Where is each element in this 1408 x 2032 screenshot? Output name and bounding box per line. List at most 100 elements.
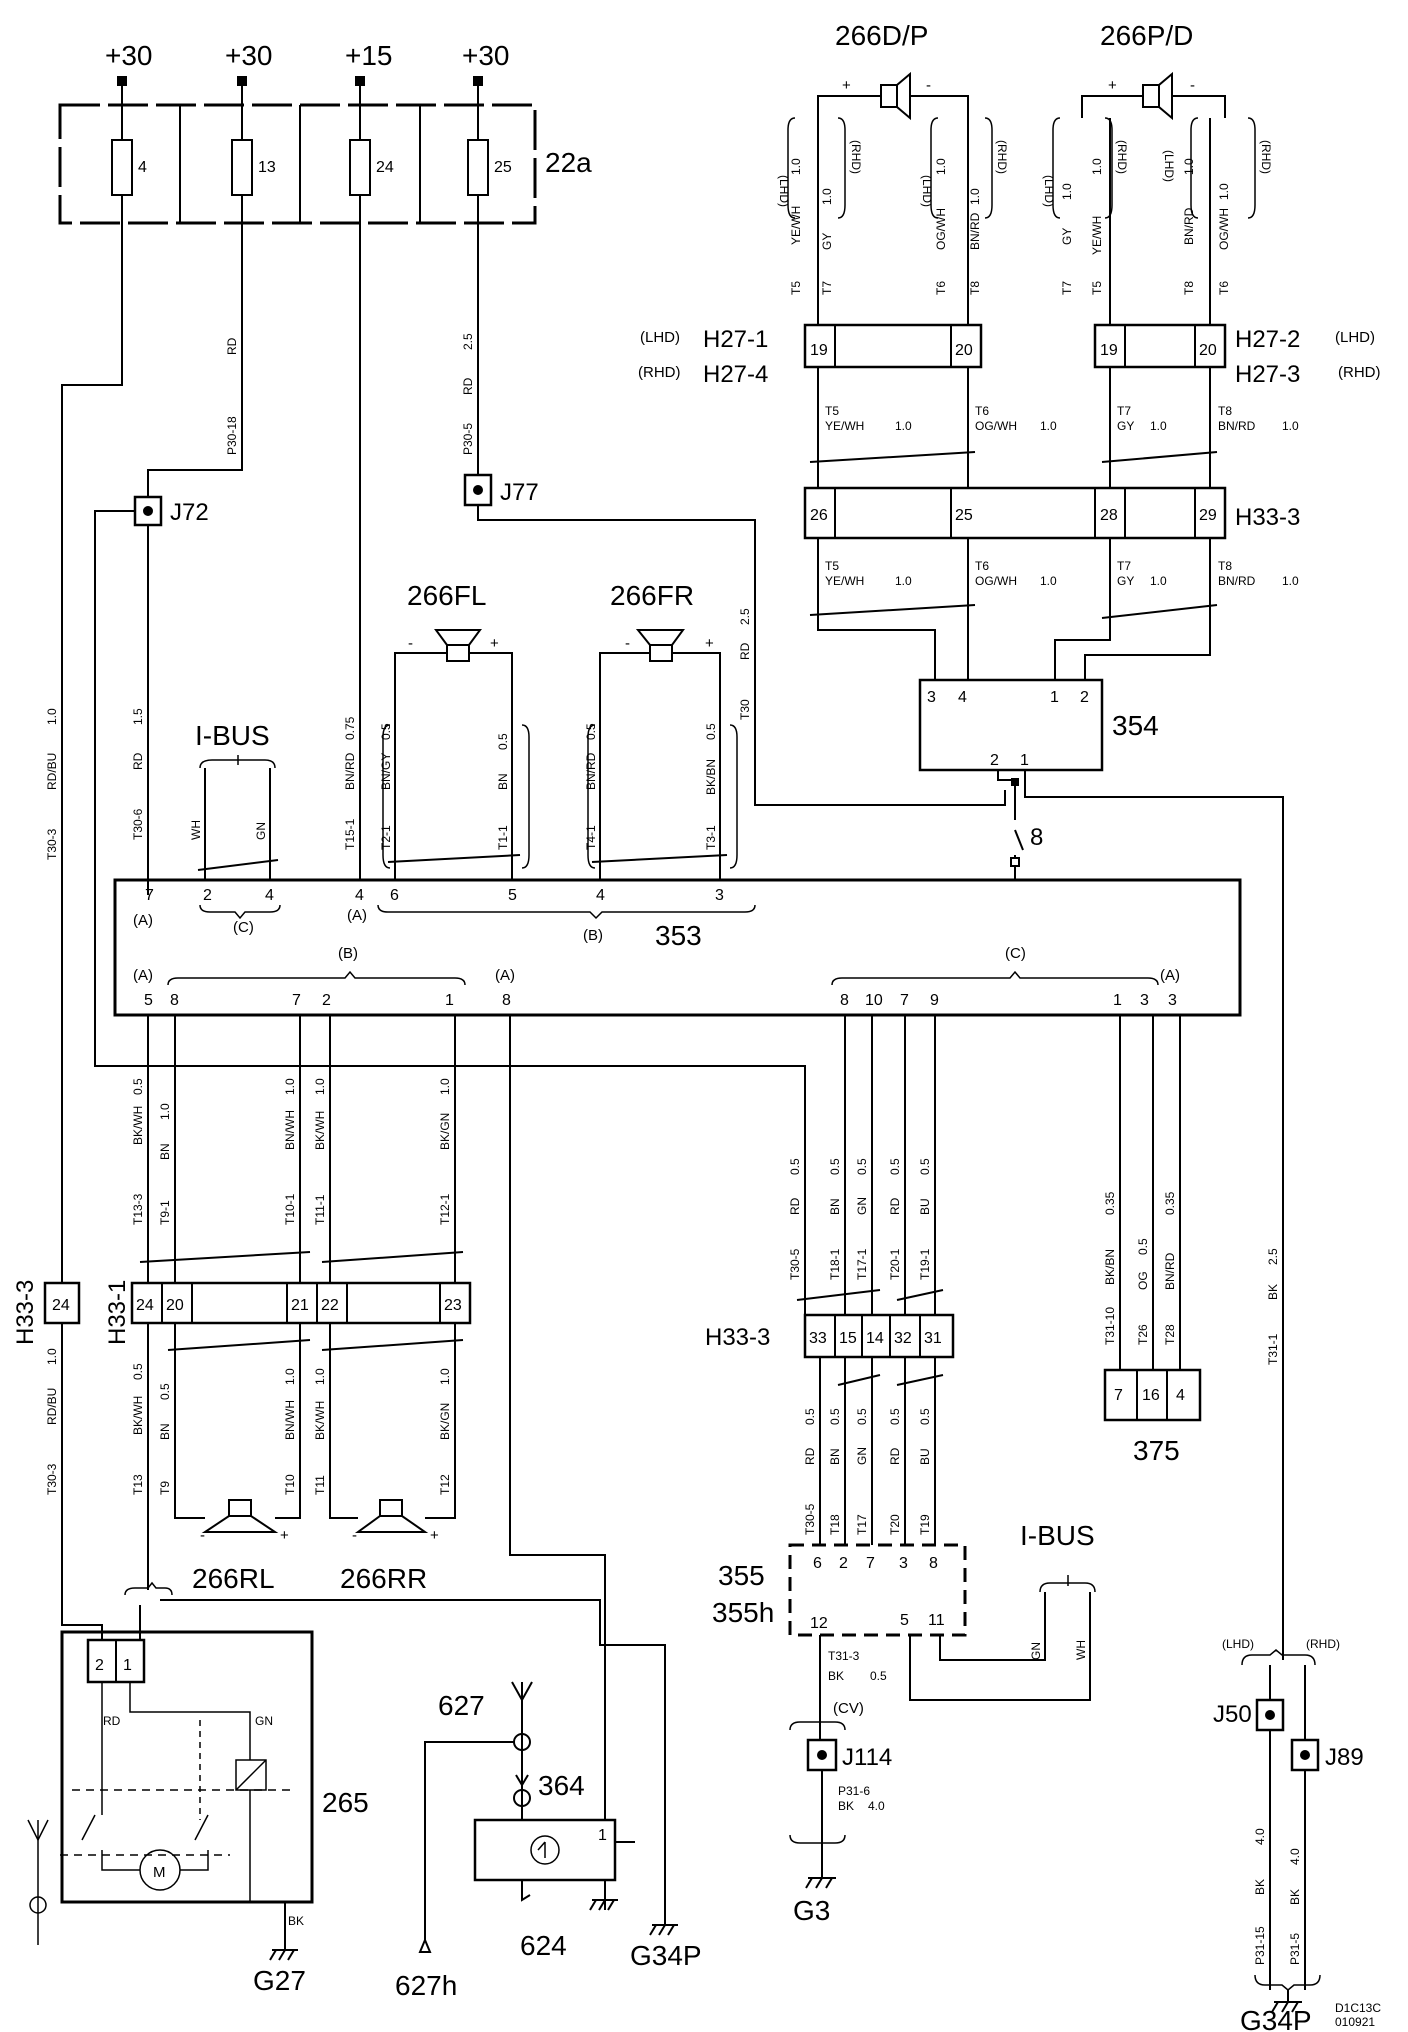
pin-number: 7 <box>900 992 909 1009</box>
pin-number: 32 <box>894 1330 912 1347</box>
connector-label: H33-1 <box>104 1280 131 1345</box>
wire-label: 2.5 <box>738 608 752 625</box>
pin-number: 7 <box>1114 1387 1123 1404</box>
wire-label: T30-5 <box>803 1503 817 1535</box>
wire-label: 0.5 <box>584 723 598 740</box>
pin-group: (C) <box>1005 945 1026 962</box>
pin-group: (A) <box>133 912 153 929</box>
fuse-box: +30 +30 +15 +30 4 13 24 25 22a <box>58 40 592 225</box>
supply-label: +30 <box>225 40 273 71</box>
wire-label: BK/WH <box>313 1401 327 1440</box>
connector-label: H33-3 <box>12 1280 39 1345</box>
pin-number: 2 <box>322 992 331 1009</box>
wire-label: 1.0 <box>895 574 912 588</box>
wire-label: GY <box>1060 228 1074 245</box>
wire-label: BN/RD <box>1218 419 1256 433</box>
wire-label: BN/RD <box>1163 1252 1177 1290</box>
wire-label: BK <box>828 1669 844 1683</box>
wire-label: T7 <box>1060 281 1074 295</box>
svg-text:M: M <box>153 1864 166 1881</box>
pin-number: 8 <box>929 1555 938 1572</box>
component-label: 624 <box>520 1930 567 1961</box>
wire-label: BN/RD <box>584 752 598 790</box>
pin-number: 3 <box>1140 992 1149 1009</box>
wire-label: 1.0 <box>1040 574 1057 588</box>
wire-label: T17 <box>855 1514 869 1535</box>
wire-label: 0.5 <box>788 1158 802 1175</box>
wire-label: 4.0 <box>868 1799 885 1813</box>
wire-label: 1.0 <box>968 188 982 205</box>
wire-label: 0.5 <box>918 1158 932 1175</box>
svg-text:-: - <box>625 635 630 652</box>
wire-label: RD <box>461 377 475 395</box>
speaker-266fl: 266FL -+ <box>394 580 513 725</box>
wire-label: T10-1 <box>283 1193 297 1225</box>
pin-number: 24 <box>136 1297 154 1314</box>
wire-label: T8 <box>968 281 982 295</box>
pin-number: 29 <box>1199 507 1217 524</box>
speaker-266fr: 266FR -+ <box>599 580 721 725</box>
wire-label: WH <box>189 820 203 840</box>
pin-number: 16 <box>1142 1387 1160 1404</box>
wire-label: RD <box>888 1197 902 1215</box>
wire-label: GN <box>855 1447 869 1465</box>
pin-number: 23 <box>444 1297 462 1314</box>
wire-label: 4.0 <box>1288 1848 1302 1865</box>
connector-label: H27-4 <box>703 361 768 388</box>
pin-number: 4 <box>355 887 364 904</box>
wire-label: BK/WH <box>131 1106 145 1145</box>
pin-number: 3 <box>1168 992 1177 1009</box>
wire-label: T5 <box>825 559 839 573</box>
wire-label: 1.0 <box>1217 183 1231 200</box>
component-label: 364 <box>538 1770 585 1801</box>
pin-number: 5 <box>900 1612 909 1629</box>
wire-label: 0.5 <box>870 1669 887 1683</box>
connector-label: H33-3 <box>705 1324 770 1351</box>
ibus-label: I-BUS <box>1020 1520 1095 1551</box>
svg-text:-: - <box>352 1527 357 1544</box>
wire-label: 0.5 <box>888 1408 902 1425</box>
pin-number: 24 <box>52 1297 70 1314</box>
component-label: 265 <box>322 1787 369 1818</box>
wire-label: T11-1 <box>313 1194 327 1225</box>
pin-number: 1 <box>1113 992 1122 1009</box>
wire-label: P31-15 <box>1253 1926 1267 1965</box>
pin-number: 5 <box>144 992 153 1009</box>
wire-label: 1.0 <box>158 1103 172 1120</box>
pin-number: 2 <box>839 1555 848 1572</box>
wire-label: 0.5 <box>855 1158 869 1175</box>
pin-group: (B) <box>583 927 603 944</box>
wire-label: YE/WH <box>789 206 803 245</box>
pin-number: 28 <box>1100 507 1118 524</box>
wire-label: 1.0 <box>1060 183 1074 200</box>
wire-label: 1.0 <box>45 1348 59 1365</box>
pin-number: 11 <box>928 1612 945 1629</box>
wire-label: (LHD) <box>920 175 934 207</box>
ibus-label: I-BUS <box>195 720 270 751</box>
wire-label: BK <box>838 1799 854 1813</box>
svg-text:+: + <box>430 1527 439 1544</box>
speaker-label: 266FL <box>407 580 486 611</box>
wire-label: P30-18 <box>225 416 239 455</box>
radio-353 <box>113 878 1242 1017</box>
diagram-code: D1C13C <box>1335 2001 1381 2015</box>
wire-label: T9 <box>158 1481 172 1495</box>
pin-group: (A) <box>495 967 515 984</box>
wire-label: T28 <box>1163 1324 1177 1345</box>
wire-label: 1.0 <box>438 1078 452 1095</box>
pin-number: 10 <box>865 992 883 1009</box>
wire-label: GN <box>254 822 268 840</box>
pin-number: 26 <box>810 507 828 524</box>
fuse-number: 25 <box>494 159 512 176</box>
wire-label: BN <box>828 1448 842 1465</box>
wire-label: 0.35 <box>1103 1191 1117 1215</box>
speaker-266rr: -+ 266RR <box>340 1499 439 1594</box>
wire-label: BK/GN <box>438 1403 452 1440</box>
wire-label: T30 <box>738 699 752 720</box>
wire-label: BN/RD <box>968 212 982 250</box>
connector-h33-3-mid <box>803 1313 955 1359</box>
wire-label: T11 <box>313 1475 327 1495</box>
wire-label: T8 <box>1218 404 1232 418</box>
wire-label: YE/WH <box>825 574 864 588</box>
pin-number: 7 <box>292 992 301 1009</box>
